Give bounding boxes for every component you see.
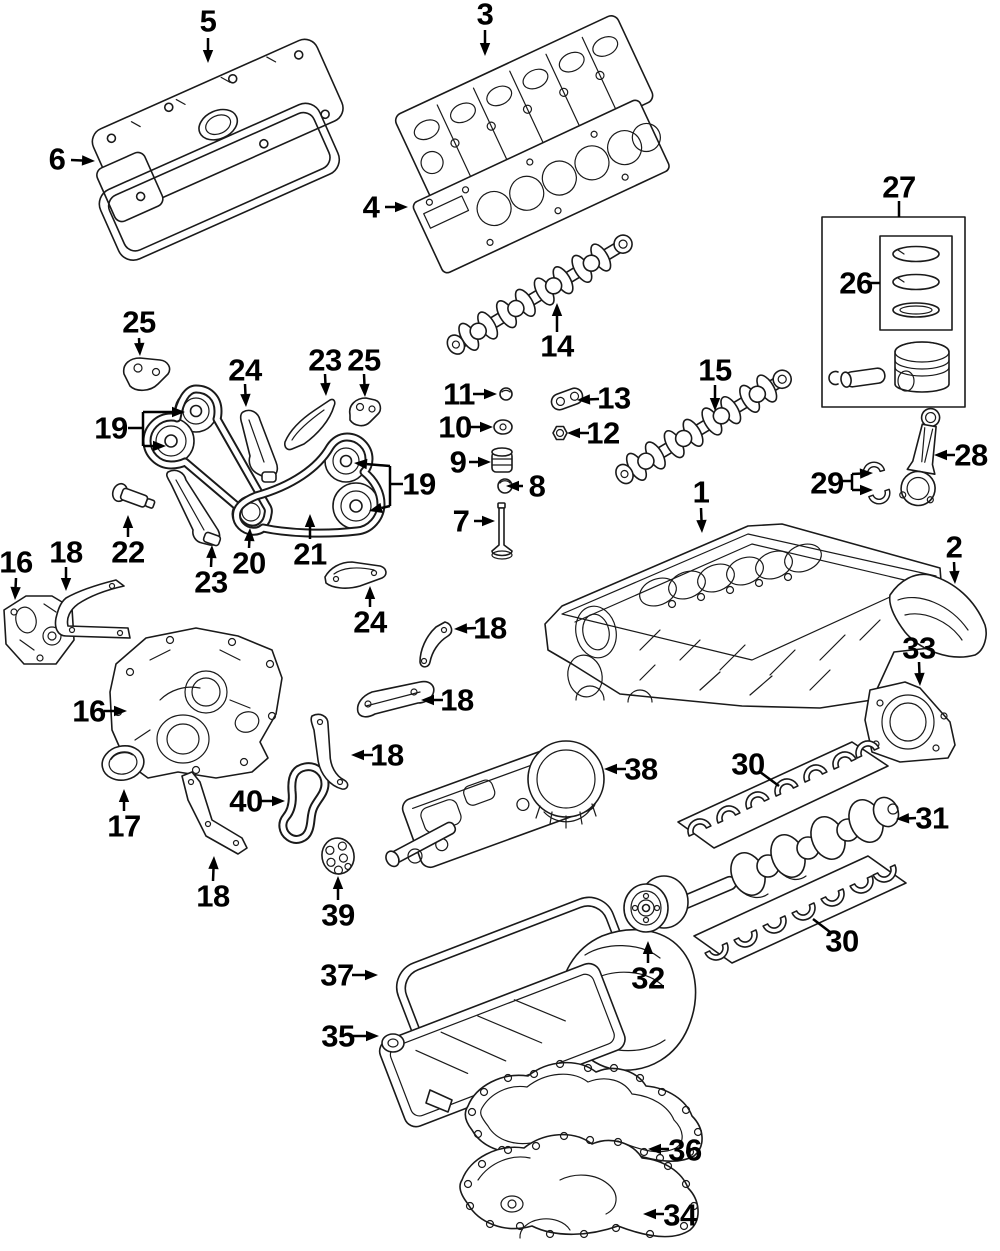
callout-label-13[interactable]: 13 [597,380,631,416]
end-cover [888,573,987,658]
callout-label-14[interactable]: 14 [540,328,574,364]
callout-label-6[interactable]: 6 [48,141,66,177]
callout-label-25[interactable]: 25 [122,304,156,340]
callout-label-2[interactable]: 2 [945,529,963,565]
callout-label-29[interactable]: 29 [810,465,844,501]
callout-label-16[interactable]: 16 [72,693,106,729]
callout-label-18[interactable]: 18 [440,682,474,718]
main-bearings-lower [693,855,907,965]
piston-ring-set [879,235,953,331]
callout-label-36[interactable]: 36 [668,1132,702,1168]
callout-label-37[interactable]: 37 [320,957,354,993]
chain-guide-lower-left [165,469,222,547]
callout-label-19[interactable]: 19 [402,466,436,502]
valve [491,502,513,560]
callout-label-25[interactable]: 25 [347,342,381,378]
piston-pin [840,367,886,388]
head-gasket [412,99,670,274]
crank-front-seal [101,745,145,781]
retainer-bracket [550,387,584,411]
callout-label-12[interactable]: 12 [586,415,620,451]
callout-label-7[interactable]: 7 [452,503,470,539]
callout-label-4[interactable]: 4 [362,189,380,225]
callout-label-24[interactable]: 24 [228,352,262,388]
callout-label-5[interactable]: 5 [199,3,217,39]
callout-label-9[interactable]: 9 [449,444,467,480]
callout-label-18[interactable]: 18 [370,737,404,773]
chain-guide-lower-right [324,561,387,589]
callout-label-23[interactable]: 23 [194,564,228,600]
callout-label-27[interactable]: 27 [882,169,916,205]
callout-label-39[interactable]: 39 [321,897,355,933]
callout-label-19[interactable]: 19 [94,410,128,446]
crank-damper-pulley [623,875,689,933]
callout-label-20[interactable]: 20 [232,545,266,581]
callout-label-38[interactable]: 38 [624,751,658,787]
valve-cover-gasket [98,102,341,261]
callout-label-34[interactable]: 34 [663,1197,697,1233]
bracket-25-right [348,397,382,427]
callout-label-3[interactable]: 3 [476,0,494,32]
callout-label-10[interactable]: 10 [438,409,472,445]
piston [894,341,950,393]
oil-pump-chain [278,762,330,844]
callout-label-32[interactable]: 32 [631,960,665,996]
callout-label-1[interactable]: 1 [692,474,710,510]
callout-label-24[interactable]: 24 [353,604,387,640]
camshaft-intake [446,234,633,355]
valve-cap [499,387,513,401]
camshaft-exhaust [615,369,793,485]
tensioner-bolt [111,482,156,509]
callout-label-33[interactable]: 33 [902,630,936,666]
callout-label-21[interactable]: 21 [293,536,327,572]
oil-pump [385,740,605,869]
cam-sprocket-pair-right [324,439,380,530]
valve-shim [493,419,513,435]
callout-label-30[interactable]: 30 [825,923,859,959]
chain-guide-upper-right [284,398,336,451]
callout-label-18[interactable]: 18 [49,534,83,570]
callout-label-31[interactable]: 31 [915,800,949,836]
connecting-rod [899,407,941,507]
lower-oil-pan [459,1131,699,1239]
lower-pan-gasket [464,1059,703,1163]
main-bearings-upper [677,736,889,849]
callout-label-28[interactable]: 28 [954,437,988,473]
rear-seal-housing [864,681,956,763]
engine-block [544,523,943,709]
timing-cover-upper [3,595,75,665]
callout-label-11[interactable]: 11 [443,376,475,412]
valve-stem-seal [497,478,513,494]
bracket-18-upper-left [54,579,131,639]
callout-label-18[interactable]: 18 [473,610,507,646]
callout-label-17[interactable]: 17 [107,808,141,844]
callout-label-40[interactable]: 40 [229,783,263,819]
callout-label-15[interactable]: 15 [698,352,732,388]
callout-label-16[interactable]: 16 [0,544,33,580]
piston-pin-clip [828,370,839,386]
callout-label-22[interactable]: 22 [111,534,145,570]
callout-label-30[interactable]: 30 [731,746,765,782]
piston-kit-box [821,216,966,408]
oil-pump-sprocket [321,837,355,875]
callout-label-23[interactable]: 23 [308,342,342,378]
callout-label-35[interactable]: 35 [321,1018,355,1054]
chain-guide-center [239,409,279,483]
bracket-18-strap [310,713,349,790]
rod-bearings [860,459,894,508]
callout-label-18[interactable]: 18 [196,878,230,914]
valve-lifter [491,447,513,473]
callout-label-8[interactable]: 8 [528,468,546,504]
nut [552,425,568,441]
bracket-18-hook [419,621,453,668]
bracket-18-bottom-left [181,771,248,855]
valve-cover [91,38,344,223]
callout-label-26[interactable]: 26 [839,265,873,301]
bracket-25-left [122,357,171,392]
bracket-18-rail [356,680,435,718]
